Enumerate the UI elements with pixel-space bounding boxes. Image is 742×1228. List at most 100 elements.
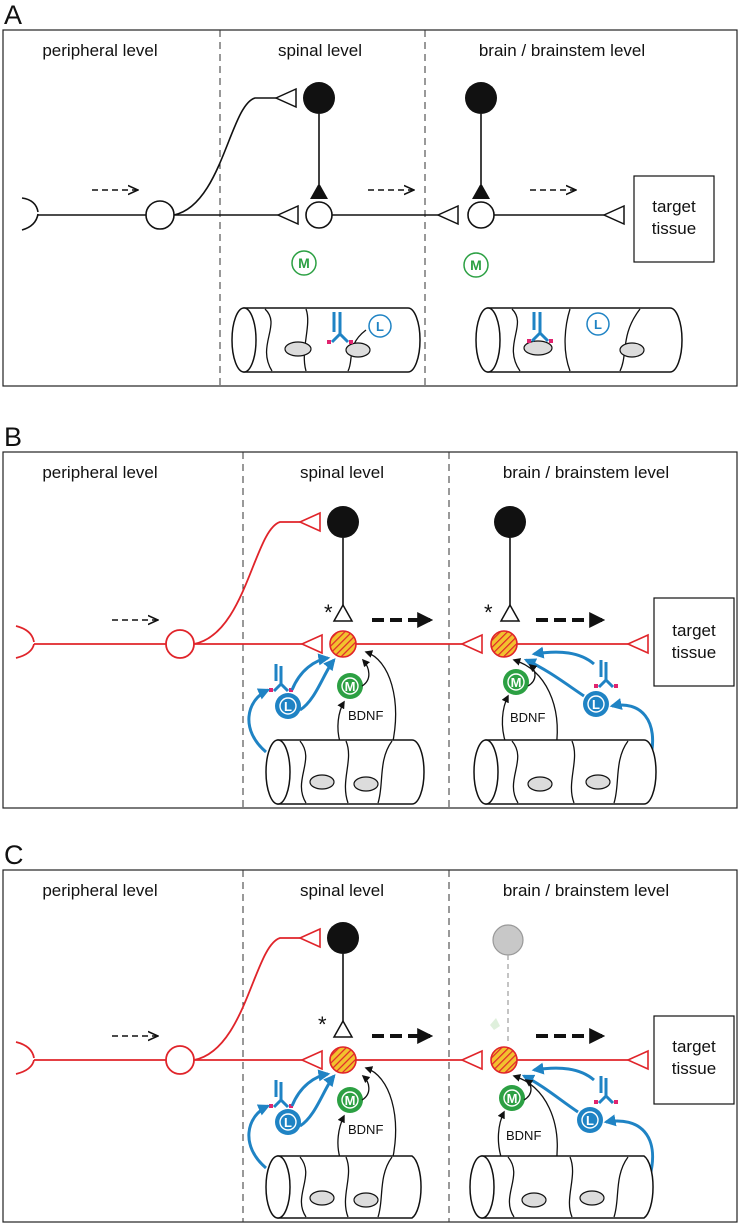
synaptic-terminal (298, 511, 321, 533)
weakened-inhibitory-synapse (332, 1019, 354, 1038)
synaptic-terminal (298, 927, 321, 949)
lymphocyte-action-arrow (299, 1074, 336, 1128)
level-label-brain: brain / brainstem level (479, 41, 645, 60)
synaptic-terminal (626, 633, 649, 655)
target-tissue-box (653, 597, 735, 687)
lymphocyte-migration-arrow (247, 1104, 271, 1170)
lymphocyte (368, 314, 392, 338)
antibody-action-arrow (290, 1069, 331, 1107)
inhibitory-synapse (310, 183, 328, 199)
microglia (291, 250, 317, 276)
microglia-action-arrow (361, 658, 371, 687)
level-label-spinal: spinal level (300, 463, 384, 482)
synaptic-terminal (460, 633, 483, 655)
inhibitory-interneuron (327, 922, 359, 954)
blood-vessel (475, 307, 683, 373)
panel-label-a: A (4, 0, 22, 30)
synaptic-terminal (436, 204, 459, 226)
primary-ascending-axon (193, 937, 300, 1061)
lost-inhibitory-interneuron (492, 924, 524, 956)
sensitized-brain-neuron (490, 630, 518, 658)
primary-ascending-axon (173, 97, 276, 216)
antibody (527, 312, 553, 343)
sensitized-brain-neuron (490, 1046, 518, 1074)
antibody (269, 664, 293, 693)
vessel-to-microglia-arrow (497, 1110, 505, 1161)
level-label-peripheral: peripheral level (42, 881, 157, 900)
microglia (337, 1087, 363, 1113)
receptor-ending (15, 625, 35, 659)
target-tissue-box (633, 175, 715, 263)
inhibitory-interneuron (494, 506, 526, 538)
panel-label-b: B (4, 422, 22, 452)
lymphocyte-action-arrow (299, 658, 336, 712)
receptor-ending (15, 1041, 35, 1075)
lymphocyte-letter: L (284, 699, 292, 714)
panel-a: A peripheral level spinal level brain / … (2, 0, 738, 387)
microglia-letter: M (345, 1093, 356, 1108)
level-label-peripheral: peripheral level (42, 41, 157, 60)
level-label-spinal: spinal level (300, 881, 384, 900)
drg-neuron (165, 629, 195, 659)
microglia-letter: M (511, 675, 522, 690)
lymphocyte (577, 1107, 603, 1133)
inhibitory-interneuron (303, 82, 335, 114)
weakened-inhibitory-synapse (499, 603, 521, 622)
bdnf-label: BDNF (506, 1128, 541, 1143)
synaptic-terminal (274, 87, 297, 109)
inhibitory-synapse (472, 183, 490, 199)
spinal-neuron (305, 201, 333, 229)
microglia (499, 1085, 525, 1111)
vessel-to-neuron-arrow (364, 1066, 397, 1163)
level-label-spinal: spinal level (278, 41, 362, 60)
panel-a-frame (2, 29, 738, 387)
sensitized-spinal-neuron (329, 1046, 357, 1074)
lymphocyte (586, 312, 610, 336)
blood-vessel (473, 739, 657, 805)
microglia-action-arrow (361, 1074, 371, 1101)
primary-ascending-axon (193, 521, 300, 645)
antibody (269, 1080, 293, 1109)
bdnf-label: BDNF (348, 1122, 383, 1137)
antibody (594, 660, 618, 689)
microglia-letter: M (507, 1091, 518, 1106)
lymphocyte (583, 691, 609, 717)
drg-neuron (165, 1045, 195, 1075)
target-label-line1: target (652, 197, 696, 216)
antibody (327, 312, 353, 344)
weakened-inhibitory-synapse (332, 603, 354, 622)
lymphocyte-action-arrow (523, 658, 585, 698)
blood-vessel (265, 739, 425, 805)
panel-b-frame (2, 451, 738, 809)
lymphocyte-letter: L (284, 1115, 292, 1130)
receptor-ending (21, 197, 39, 231)
lymphocyte-letter: L (376, 319, 384, 334)
lymphocyte (275, 693, 301, 719)
synaptic-terminal (626, 1049, 649, 1071)
panel-c-frame (2, 869, 738, 1223)
microglia-letter: M (470, 257, 482, 273)
panel-c: C peripheral level spinal level brain / … (2, 840, 738, 1223)
sensitized-spinal-neuron (329, 630, 357, 658)
lymphocyte-action-arrow (521, 1074, 579, 1114)
brain-neuron (467, 201, 495, 229)
drg-neuron (145, 200, 175, 230)
panel-label-c: C (4, 840, 24, 870)
microglia-action-arrow (527, 664, 538, 687)
lymphocyte (275, 1109, 301, 1135)
microglia-action-arrow (523, 1079, 534, 1101)
synaptic-terminal (602, 204, 625, 226)
target-label-line1: target (672, 1037, 716, 1056)
lymphocyte-letter: L (594, 317, 602, 332)
microglia-debris (490, 1018, 500, 1030)
microglia (337, 673, 363, 699)
level-label-brain: brain / brainstem level (503, 881, 669, 900)
lymphocyte-letter: L (586, 1113, 594, 1128)
antibody-action-arrow (290, 653, 331, 691)
antibody-action-arrow (531, 1062, 595, 1082)
vessel-to-neuron-arrow (512, 1074, 558, 1165)
asterisk: * (484, 600, 493, 625)
vessel-to-neuron-arrow (364, 650, 397, 747)
asterisk: * (318, 1012, 327, 1037)
